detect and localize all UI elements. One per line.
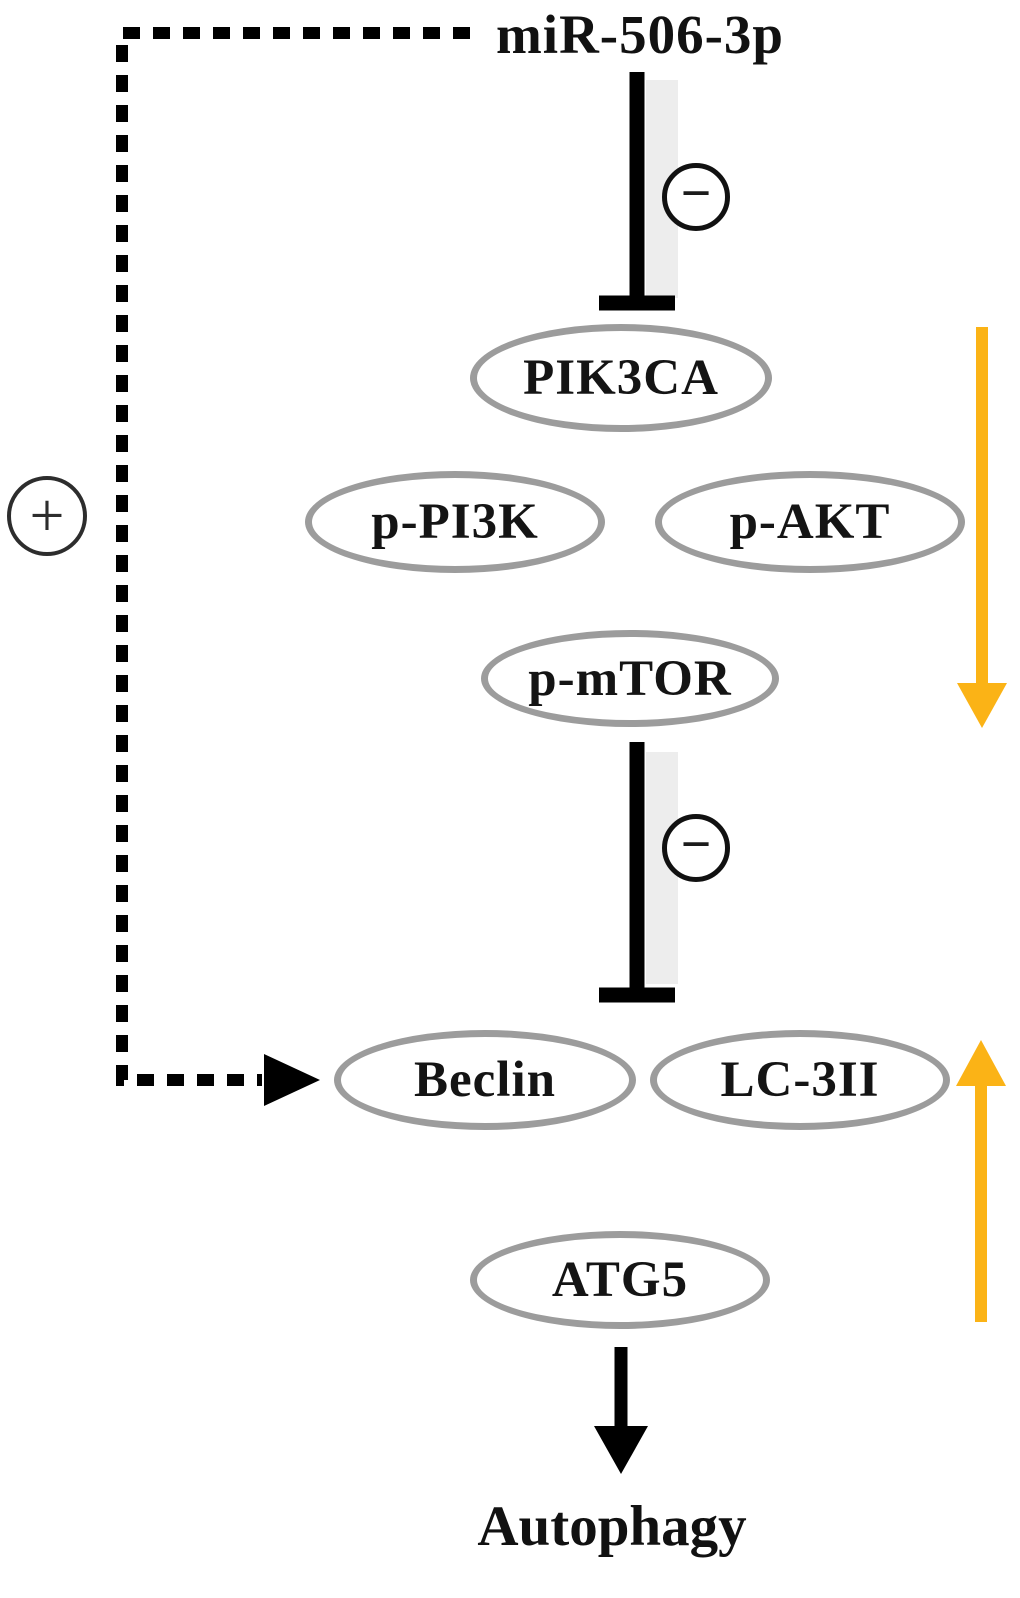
plus-sign: + bbox=[29, 481, 65, 550]
node-pik3ca: PIK3CA bbox=[470, 324, 772, 432]
node-atg5: ATG5 bbox=[470, 1231, 770, 1329]
minus-sign: − bbox=[680, 163, 712, 223]
autophagy-label: Autophagy bbox=[477, 1495, 747, 1558]
dashed-activation-arrowhead-icon bbox=[264, 1054, 320, 1106]
upregulation-arrowhead-icon bbox=[956, 1040, 1006, 1086]
node-lc-3ii: LC-3II bbox=[650, 1030, 950, 1130]
minus-sign: − bbox=[680, 814, 712, 874]
minus-sign-circle-lower: − bbox=[662, 814, 730, 882]
atg5-autophagy-arrowhead-icon bbox=[594, 1426, 648, 1474]
dashed-activation-line bbox=[116, 27, 470, 1086]
node-p-pi3k: p-PI3K bbox=[305, 471, 605, 573]
node-p-akt: p-AKT bbox=[655, 471, 965, 573]
minus-sign-circle-upper: − bbox=[662, 163, 730, 231]
mir-506-3p-label: miR-506-3p bbox=[495, 4, 785, 65]
downregulation-arrowhead-icon bbox=[957, 683, 1007, 728]
plus-sign-circle: + bbox=[7, 476, 87, 556]
node-beclin: Beclin bbox=[334, 1030, 636, 1130]
node-p-mtor: p-mTOR bbox=[481, 630, 779, 727]
